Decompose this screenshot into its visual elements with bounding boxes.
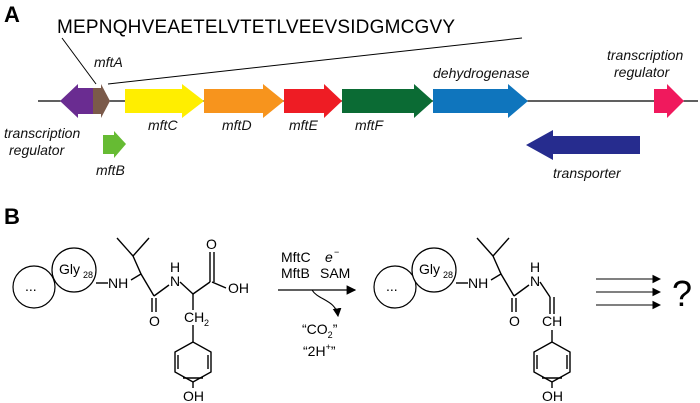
co2-label: “CO2” [302,321,338,340]
label-regulator-right-line2: regulator [614,64,671,80]
h-amide-right: H [530,259,540,275]
oh-acid-left: OH [228,280,249,296]
label-transporter: transporter [553,165,622,181]
label-dehydrogenase: dehydrogenase [433,65,530,81]
label-regulator-left-line1: transcription [4,125,80,141]
reagent-mftc: MftC [281,249,311,265]
o-acid-left: O [206,236,217,252]
reagent-mftb: MftB [281,265,310,281]
gly-subscript-right: 28 [443,270,453,280]
n-amide-right: N [530,273,540,289]
label-mftb: mftB [96,162,125,178]
label-mfte: mftE [289,117,318,133]
gly-label-right: Gly [419,261,440,277]
h-amide-left: H [170,259,180,275]
peptide-ellipsis-circle-right [373,265,417,309]
gene-arrow-dehydrogenase [433,84,528,118]
gly-label-left: Gly [59,261,80,277]
electron-superscript: − [334,247,339,257]
gene-arrow-mftf [342,84,433,118]
downstream-arrows [596,274,662,310]
ch-vinyl: CH [542,313,562,329]
peptide-ellipsis-circle [12,265,56,309]
label-regulator-right-line1: transcription [607,47,683,63]
gly-subscript-left: 28 [83,270,93,280]
panel-label-b: B [4,204,20,229]
zoom-line-left [61,37,97,85]
label-mftc: mftC [148,117,178,133]
substrate-structure: ... Gly 28 NH O H N O OH CH 2 OH [12,236,249,403]
label-mftf: mftF [355,117,384,133]
gene-arrow-mftc [125,84,204,118]
mfta-sequence: MEPNQHVEAETELVTETLVEEVSIDGMCGVY [57,17,455,38]
gene-arrow-mfta [93,84,110,118]
n-amide-left: N [170,273,180,289]
oh-phenol-right: OH [542,388,563,403]
o-carbonyl-left: O [149,313,160,329]
label-mfta: mftA [94,54,123,70]
electron-label: e [325,249,333,265]
label-regulator-left-line2: regulator [9,142,66,158]
protons-label: “2H+” [303,342,336,359]
nh-left: NH [108,275,128,291]
nh-right: NH [468,275,488,291]
gene-arrow-transporter [526,130,640,160]
gene-arrow-mfte [284,84,342,118]
zoom-line-right [107,37,523,85]
panel-label-a: A [4,2,20,27]
ellipsis-right: ... [386,278,398,294]
gly28-circle-right [411,247,457,293]
unknown-product-question-mark: ? [672,273,692,314]
reaction-conditions: MftC MftB e − SAM “CO2” “2H+” [278,247,357,359]
ch2-left: CH [184,309,204,325]
label-mftd: mftD [222,117,252,133]
gene-arrow-mftd [204,84,284,118]
product-structure: ... Gly 28 NH O H N CH OH [373,237,571,403]
gene-arrow-regulator-right [654,84,684,118]
oh-phenol-left: OH [183,388,204,403]
byproduct-curve-arrow [311,289,342,318]
ellipsis-left: ... [25,278,37,294]
ch2-subscript-left: 2 [204,318,209,328]
gene-arrow-regulator-left [60,84,94,118]
o-carbonyl-right: O [509,313,520,329]
gene-arrow-mftb [103,131,126,158]
sam-label: SAM [320,265,350,281]
gly28-circle [51,247,97,293]
